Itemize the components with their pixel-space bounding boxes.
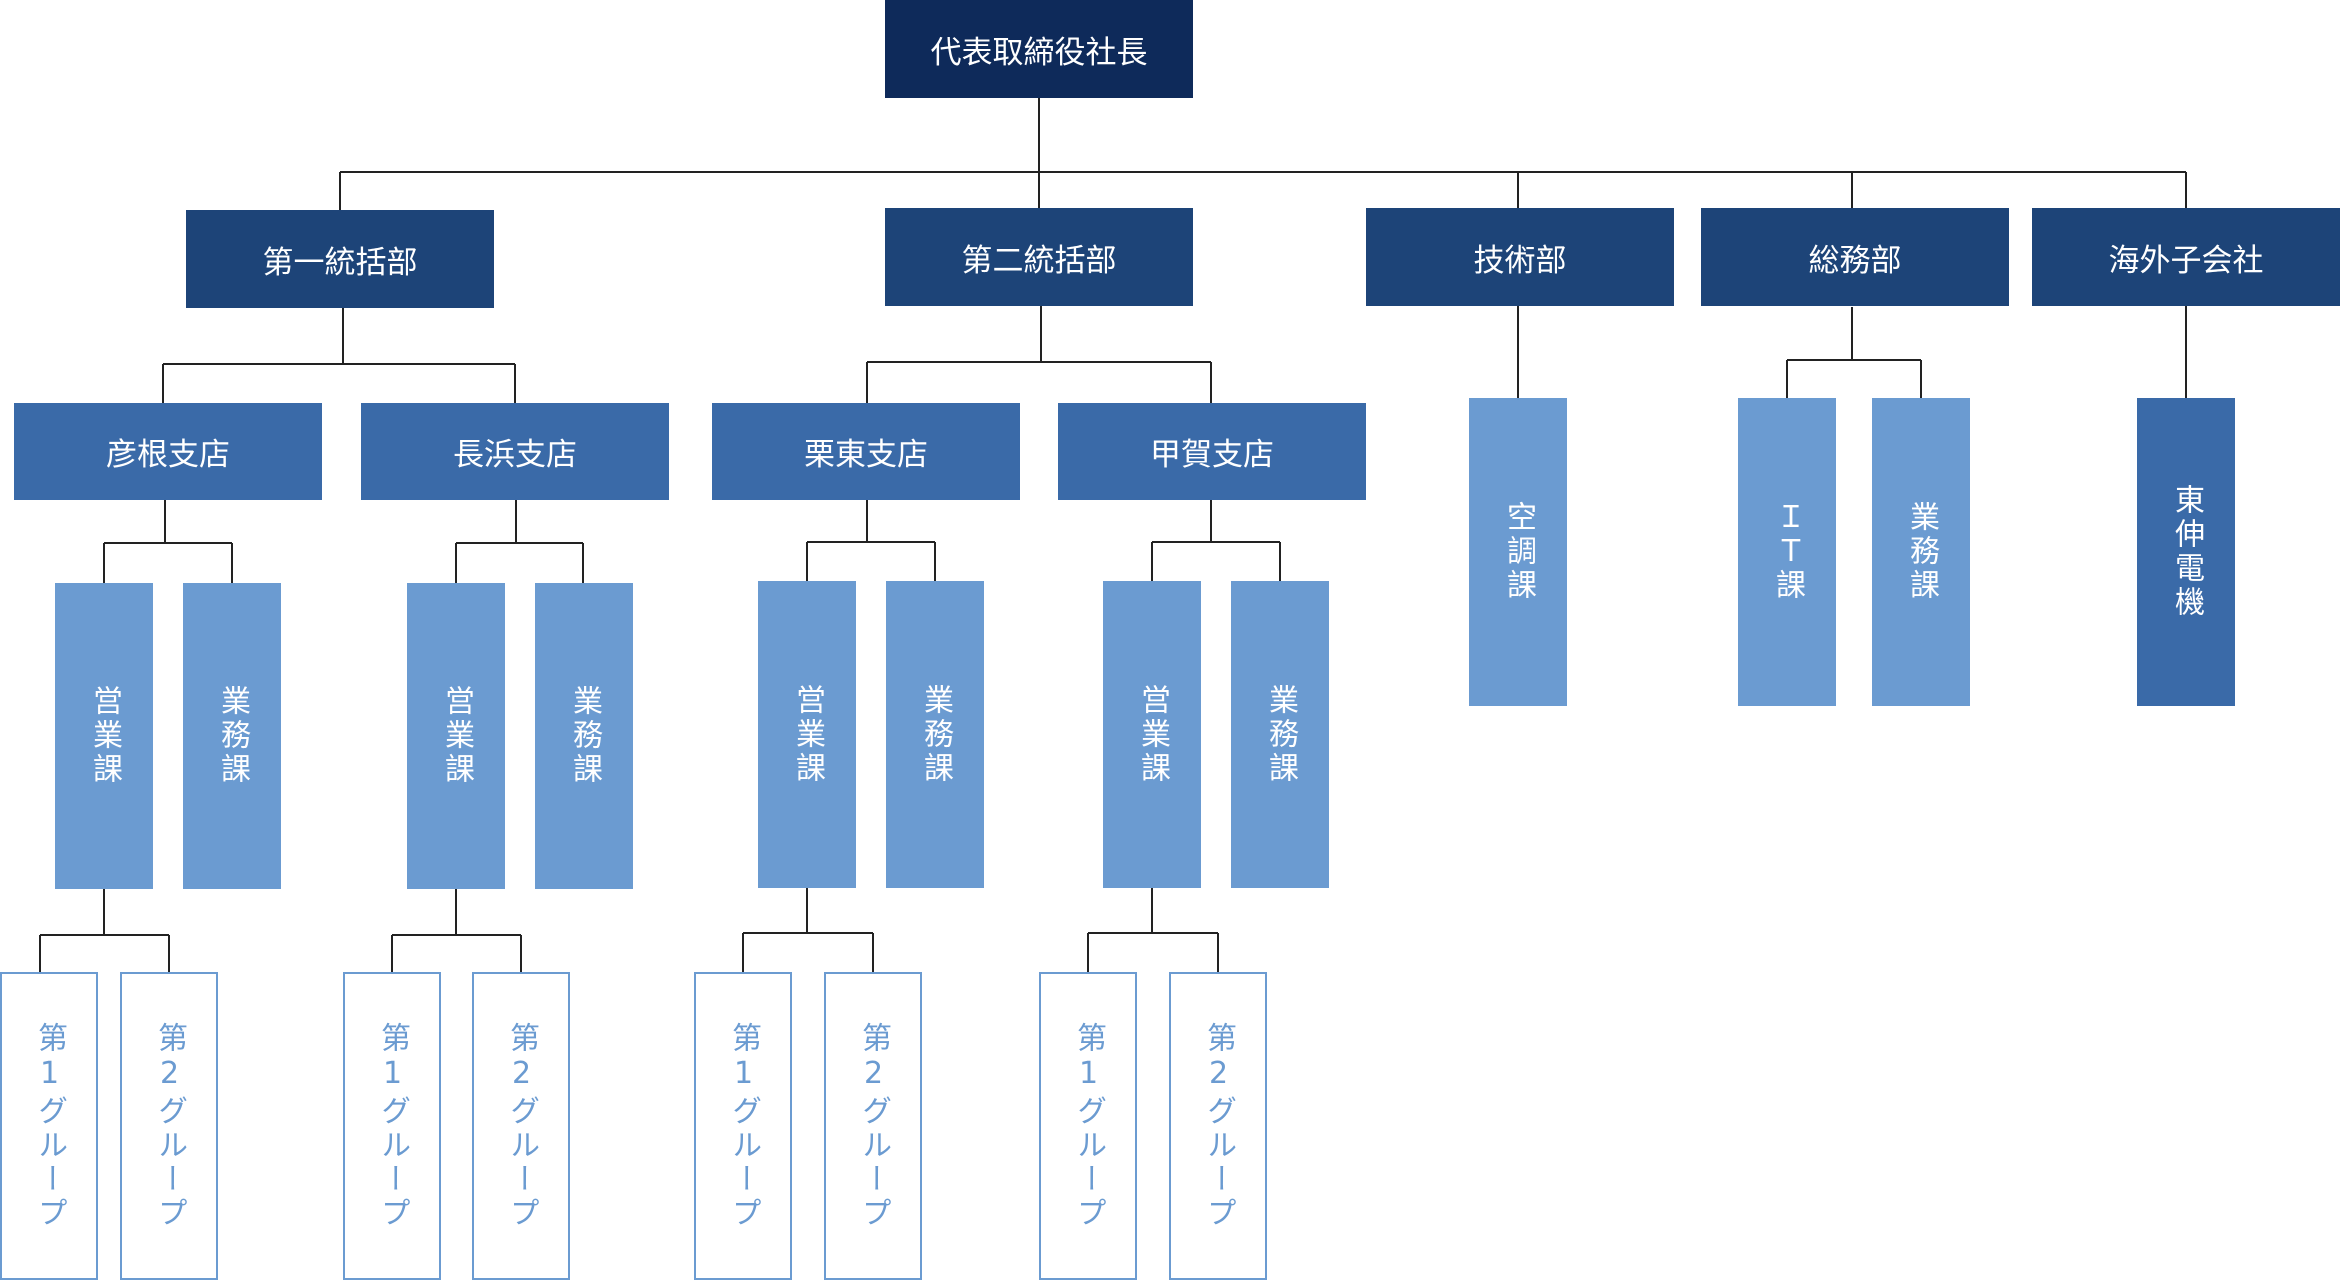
node-sales-section: 営業課 bbox=[758, 581, 856, 888]
node-toshin-denki: 東伸電機 bbox=[2137, 398, 2235, 706]
node-engineering-dept: 技術部 bbox=[1366, 208, 1674, 306]
node-branch-hikone: 彦根支店 bbox=[14, 403, 322, 500]
node-branch-koka: 甲賀支店 bbox=[1058, 403, 1366, 500]
node-group-1: 第1グループ bbox=[1039, 972, 1137, 1280]
node-it-section: ＩＴ課 bbox=[1738, 398, 1836, 706]
node-group-2: 第2グループ bbox=[1169, 972, 1267, 1280]
node-group-1: 第1グループ bbox=[694, 972, 792, 1280]
node-sales-section: 営業課 bbox=[55, 583, 153, 889]
node-branch-ritto: 栗東支店 bbox=[712, 403, 1020, 500]
node-operations-section: 業務課 bbox=[535, 583, 633, 889]
node-general-affairs-dept: 総務部 bbox=[1701, 208, 2009, 306]
node-operations-section: 業務課 bbox=[886, 581, 984, 888]
node-second-division: 第二統括部 bbox=[885, 208, 1193, 306]
node-operations-section: 業務課 bbox=[1872, 398, 1970, 706]
node-group-2: 第2グループ bbox=[472, 972, 570, 1280]
node-overseas-subsidiary: 海外子会社 bbox=[2032, 208, 2340, 306]
node-first-division: 第一統括部 bbox=[186, 210, 494, 308]
node-sales-section: 営業課 bbox=[1103, 581, 1201, 888]
node-group-2: 第2グループ bbox=[120, 972, 218, 1280]
node-operations-section: 業務課 bbox=[1231, 581, 1329, 888]
node-ceo: 代表取締役社長 bbox=[885, 0, 1193, 98]
node-hvac-section: 空調課 bbox=[1469, 398, 1567, 706]
node-branch-nagahama: 長浜支店 bbox=[361, 403, 669, 500]
node-sales-section: 営業課 bbox=[407, 583, 505, 889]
node-operations-section: 業務課 bbox=[183, 583, 281, 889]
node-group-1: 第1グループ bbox=[343, 972, 441, 1280]
node-group-2: 第2グループ bbox=[824, 972, 922, 1280]
node-group-1: 第1グループ bbox=[0, 972, 98, 1280]
